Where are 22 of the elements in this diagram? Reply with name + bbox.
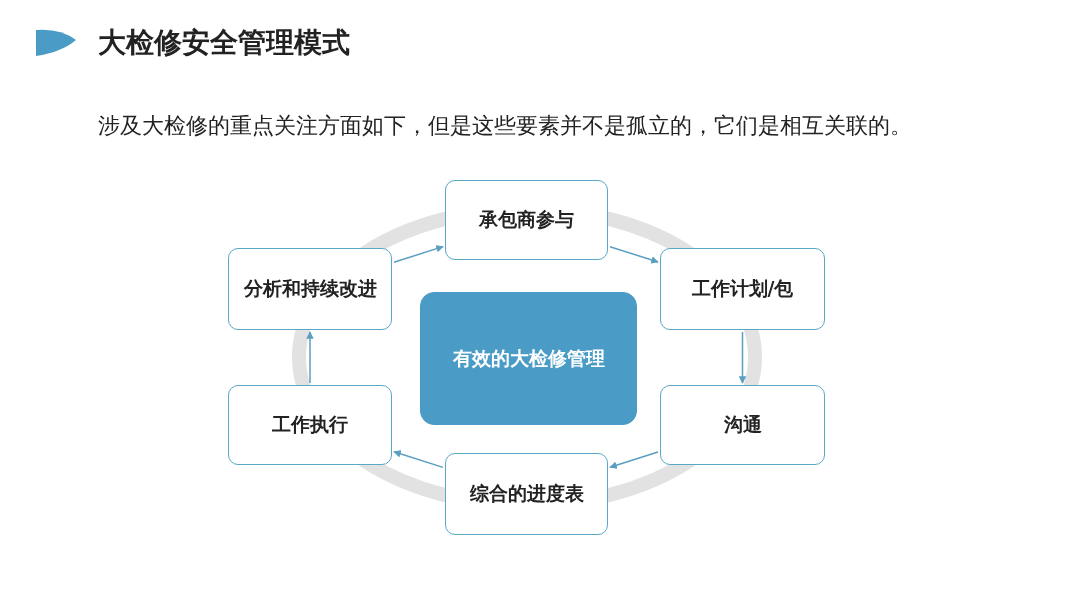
node-label: 有效的大检修管理 bbox=[452, 345, 605, 371]
node-label: 工作执行 bbox=[272, 412, 348, 437]
process-box bbox=[660, 385, 825, 465]
arrow bbox=[609, 245, 659, 264]
arrow bbox=[738, 331, 747, 384]
arrow bbox=[393, 450, 444, 469]
center-box bbox=[420, 292, 637, 425]
process-box bbox=[660, 248, 825, 330]
process-box bbox=[228, 385, 392, 465]
arrow bbox=[393, 245, 444, 263]
arrow bbox=[609, 451, 659, 469]
process-box bbox=[445, 180, 608, 260]
node-label: 沟通 bbox=[723, 412, 762, 437]
node-label: 综合的进度表 bbox=[469, 481, 584, 506]
node-label: 分析和持续改进 bbox=[243, 276, 377, 301]
process-box bbox=[228, 248, 392, 330]
node-label: 承包商参与 bbox=[479, 207, 574, 232]
title: 大检修安全管理模式 bbox=[98, 25, 350, 61]
process-box bbox=[445, 453, 608, 535]
caption: 涉及大检修的重点关注方面如下，但是这些要素并不是孤立的，它们是相互关联的。 bbox=[98, 112, 912, 140]
node-label: 工作计划/包 bbox=[691, 276, 794, 301]
arrow bbox=[306, 331, 314, 384]
